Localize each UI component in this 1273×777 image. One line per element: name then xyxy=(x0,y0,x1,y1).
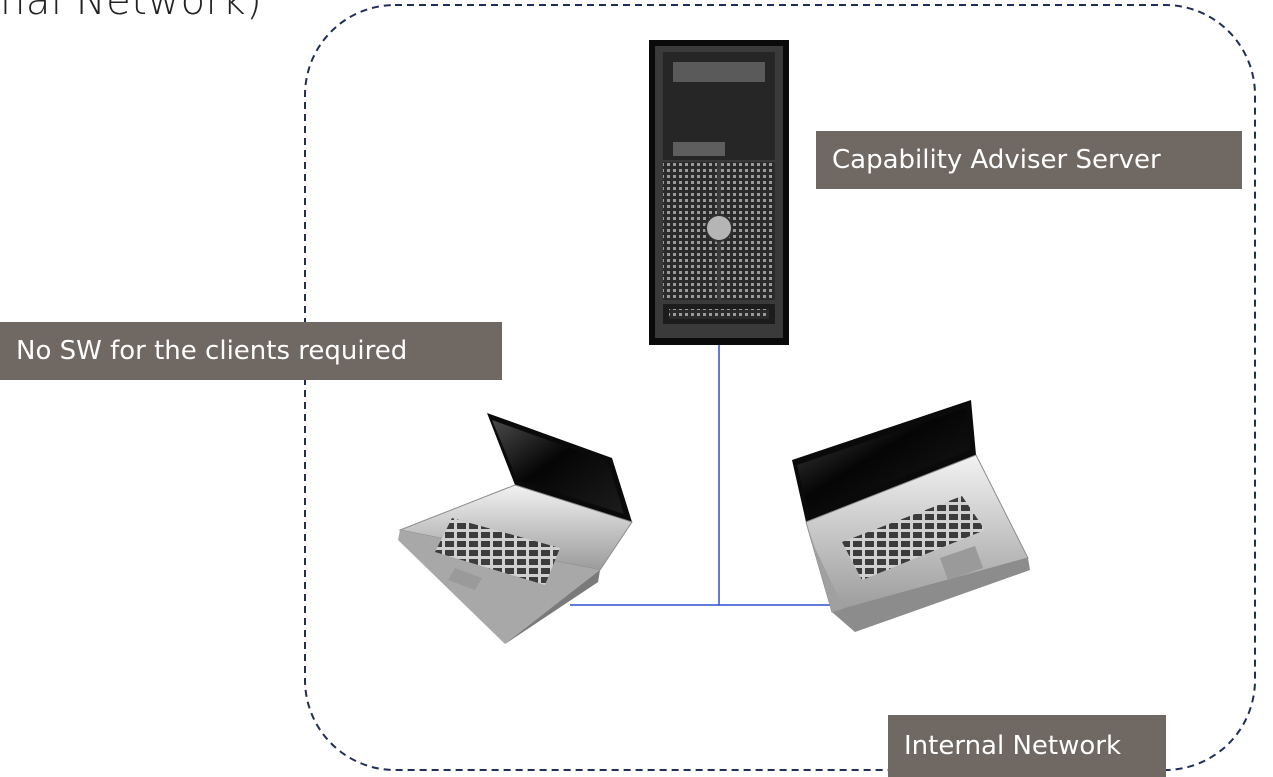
clients-label: No SW for the clients required xyxy=(0,322,502,380)
laptop-icon xyxy=(398,413,633,644)
server-label: Capability Adviser Server xyxy=(816,131,1242,189)
laptop-icon xyxy=(792,400,1030,632)
partial-title: nal Network) xyxy=(0,0,263,24)
server-tower-icon xyxy=(649,40,789,345)
connection-lines xyxy=(570,345,855,606)
network-label: Internal Network xyxy=(888,715,1166,777)
